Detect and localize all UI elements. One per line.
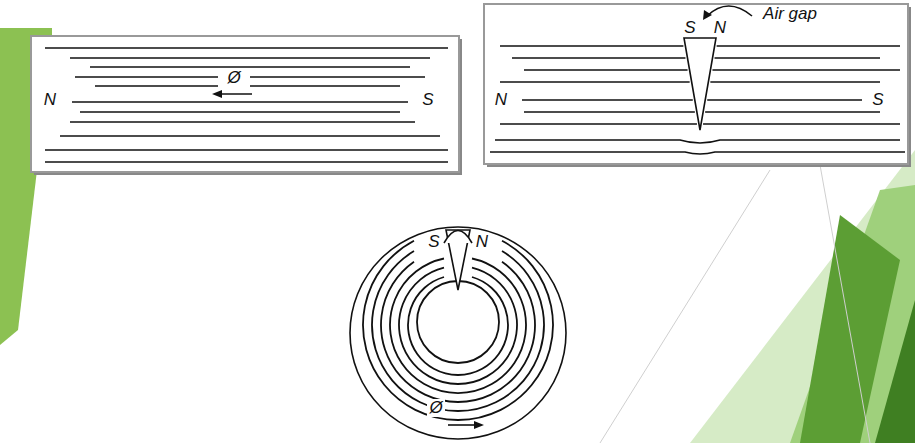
field-line	[495, 140, 900, 143]
decor-shape	[875, 300, 915, 443]
pole-label: N	[42, 91, 58, 110]
pole-label: N	[712, 19, 728, 38]
arrow-head	[474, 421, 484, 429]
gap-bulge	[444, 231, 472, 244]
field-line	[408, 277, 508, 375]
field-line	[90, 66, 410, 68]
field-line	[712, 69, 900, 71]
pole-label: S	[682, 19, 697, 38]
field-line	[707, 99, 862, 101]
flux-arrow	[448, 424, 478, 426]
field-line	[95, 85, 218, 87]
ring-outline	[350, 227, 566, 439]
pole-label: Ø	[427, 399, 444, 418]
field-line	[45, 149, 448, 151]
field-line	[70, 121, 415, 123]
pole-label: N	[493, 91, 509, 110]
field-line	[715, 57, 880, 59]
field-line	[72, 101, 408, 103]
field-line	[60, 135, 440, 137]
field-line	[703, 123, 900, 125]
pole-label: S	[426, 233, 441, 252]
field-line	[512, 57, 685, 59]
field-lines	[45, 48, 448, 162]
arrow-head	[212, 90, 222, 98]
field-line	[705, 111, 880, 113]
ring-hole	[417, 281, 499, 363]
field-line	[70, 57, 430, 59]
decor-shape	[790, 185, 915, 443]
field-line	[524, 111, 695, 113]
pole-label: S	[420, 91, 435, 110]
gap-flux-arrow	[707, 6, 752, 16]
pole-label: S	[870, 91, 885, 110]
pole-label: Ø	[225, 69, 242, 88]
flux-arrow	[218, 93, 252, 95]
field-line	[45, 161, 448, 163]
field-line	[45, 47, 448, 49]
field-line	[250, 76, 425, 78]
decor-line	[820, 165, 870, 443]
pole-label: Air gap	[761, 5, 819, 24]
field-line	[710, 81, 880, 83]
field-line	[500, 81, 690, 83]
air-gap-wedge	[684, 38, 716, 130]
field-line	[250, 85, 400, 87]
magnet-frame	[31, 36, 459, 172]
decor-line	[600, 170, 770, 443]
decor-shape	[690, 150, 915, 443]
field-line	[490, 152, 905, 154]
field-line	[524, 69, 688, 71]
pole-label: N	[474, 233, 490, 252]
arrow-head	[703, 10, 712, 20]
field-line	[80, 111, 400, 113]
field-line	[500, 45, 683, 47]
field-line	[522, 99, 693, 101]
field-line	[500, 123, 697, 125]
magnet-frame	[484, 4, 908, 164]
field-line	[75, 76, 218, 78]
field-line	[717, 45, 900, 47]
